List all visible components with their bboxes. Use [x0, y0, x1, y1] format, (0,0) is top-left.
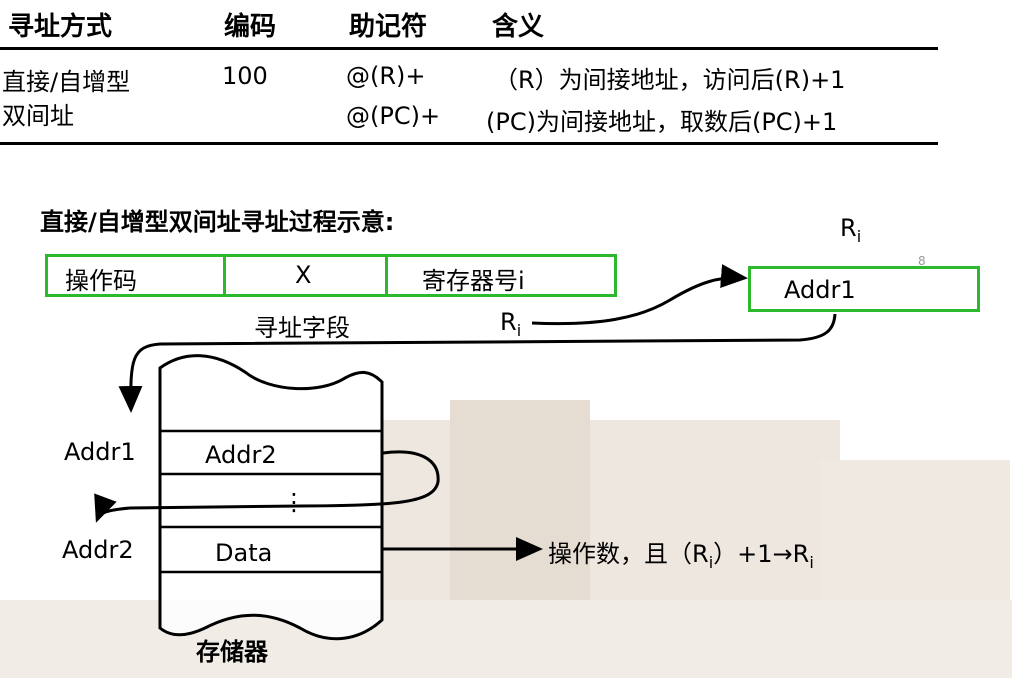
- header-meaning: 含义: [492, 12, 545, 42]
- mnemonic-2: @(PC)+: [346, 102, 441, 130]
- field-divider: [223, 257, 226, 294]
- field-opcode: 操作码: [65, 267, 137, 295]
- mode-line2: 双间址: [2, 102, 74, 130]
- instruction-format: 操作码 X 寄存器号i: [45, 254, 617, 297]
- page-mark: 8: [918, 254, 926, 268]
- register-label: Ri: [840, 214, 862, 246]
- result-text: 操作数，且（Ri）+1→Ri: [548, 540, 814, 572]
- register-box: Addr1: [748, 266, 980, 312]
- meaning-2: (PC)为间接地址，取数后(PC)+1: [486, 108, 838, 136]
- field-register: 寄存器号i: [422, 267, 525, 295]
- header-mnemonic: 助记符: [349, 12, 428, 42]
- diagram-title: 直接/自增型双间址寻址过程示意:: [40, 208, 395, 236]
- field-caption: 寻址字段: [254, 314, 350, 342]
- field-x: X: [295, 261, 312, 289]
- code-value: 100: [222, 62, 268, 90]
- mode-line1: 直接/自增型: [2, 68, 131, 96]
- table-top-rule: [0, 47, 938, 50]
- ri-to-register-arrow: [531, 264, 748, 326]
- addr2-loop-arrow: [94, 450, 440, 523]
- memory-cell-addr2: Addr2: [205, 441, 277, 469]
- register-pointer-label: Ri: [500, 308, 522, 340]
- register-to-addr1-arrow: [118, 313, 837, 413]
- header-mode: 寻址方式: [8, 12, 113, 42]
- memory-label: 存储器: [196, 638, 268, 666]
- memory-ellipsis: ⋮: [282, 488, 306, 516]
- memory-block: [158, 354, 384, 641]
- mnemonic-1: @(R)+: [346, 62, 426, 90]
- field-divider: [385, 257, 388, 294]
- table-bottom-rule: [0, 142, 938, 145]
- register-content: Addr1: [784, 276, 856, 304]
- header-code: 编码: [224, 12, 277, 42]
- addr1-label: Addr1: [64, 438, 136, 466]
- memory-cell-data: Data: [215, 539, 273, 567]
- meaning-1: （R）为间接地址，访问后(R)+1: [494, 66, 846, 94]
- addr2-label: Addr2: [62, 536, 134, 564]
